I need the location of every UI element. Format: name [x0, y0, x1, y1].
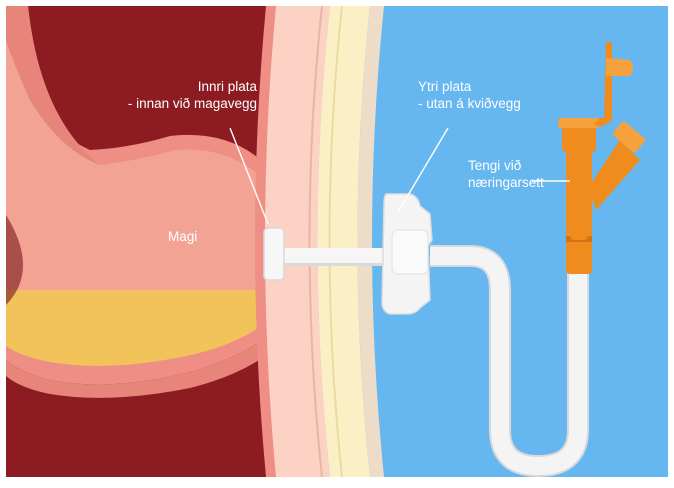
label-inner-plate-line2: - innan við magavegg — [128, 95, 257, 112]
tube-shadow — [280, 263, 398, 266]
connector-top-rim — [558, 118, 600, 128]
connector-body — [566, 150, 592, 240]
label-feeding-connector: Tengi við næringarsett — [468, 157, 544, 191]
inner-plate — [264, 228, 284, 280]
label-outer-plate-line1: Ytri plata — [418, 78, 521, 95]
outer-plate-hub — [392, 230, 428, 274]
label-outer-plate: Ytri plata - utan á kviðvegg — [418, 78, 521, 112]
label-stomach: Magi — [168, 228, 197, 245]
connector-cap — [606, 58, 633, 76]
label-outer-plate-line2: - utan á kviðvegg — [418, 95, 521, 112]
label-feeding-connector-line1: Tengi við — [468, 157, 544, 174]
label-inner-plate: Innri plata - innan við magavegg — [128, 78, 257, 112]
label-feeding-connector-line2: næringarsett — [468, 174, 544, 191]
label-inner-plate-line1: Innri plata — [128, 78, 257, 95]
